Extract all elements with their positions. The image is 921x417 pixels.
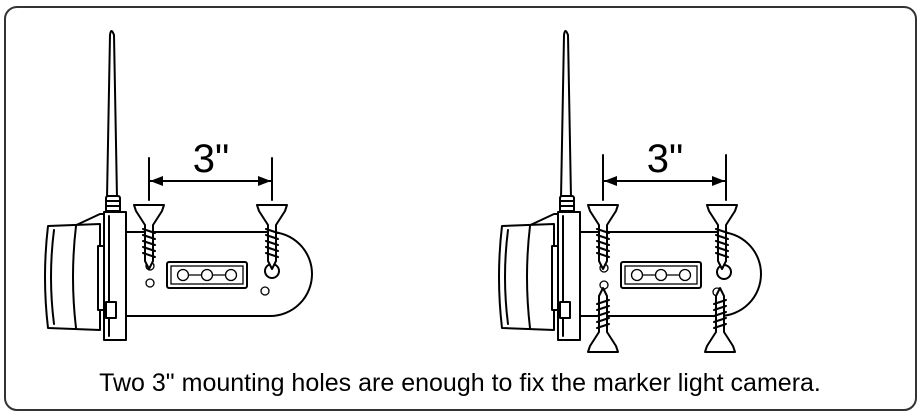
dimension-label-right: 3" [647, 137, 683, 181]
mounting-hole [260, 286, 270, 296]
camera-illustration-left: 3" [44, 30, 313, 341]
led-module [166, 261, 248, 289]
mounting-hole [145, 278, 155, 288]
camera-illustration-right: 3" [498, 30, 762, 352]
dimension-marker-left: 3" [148, 137, 273, 201]
led-module [620, 261, 702, 289]
dimension-marker-right: 3" [602, 137, 727, 201]
caption-text: Two 3" mounting holes are enough to fix … [99, 369, 821, 397]
dimension-label-left: 3" [193, 137, 229, 181]
diagram-frame [4, 6, 917, 411]
